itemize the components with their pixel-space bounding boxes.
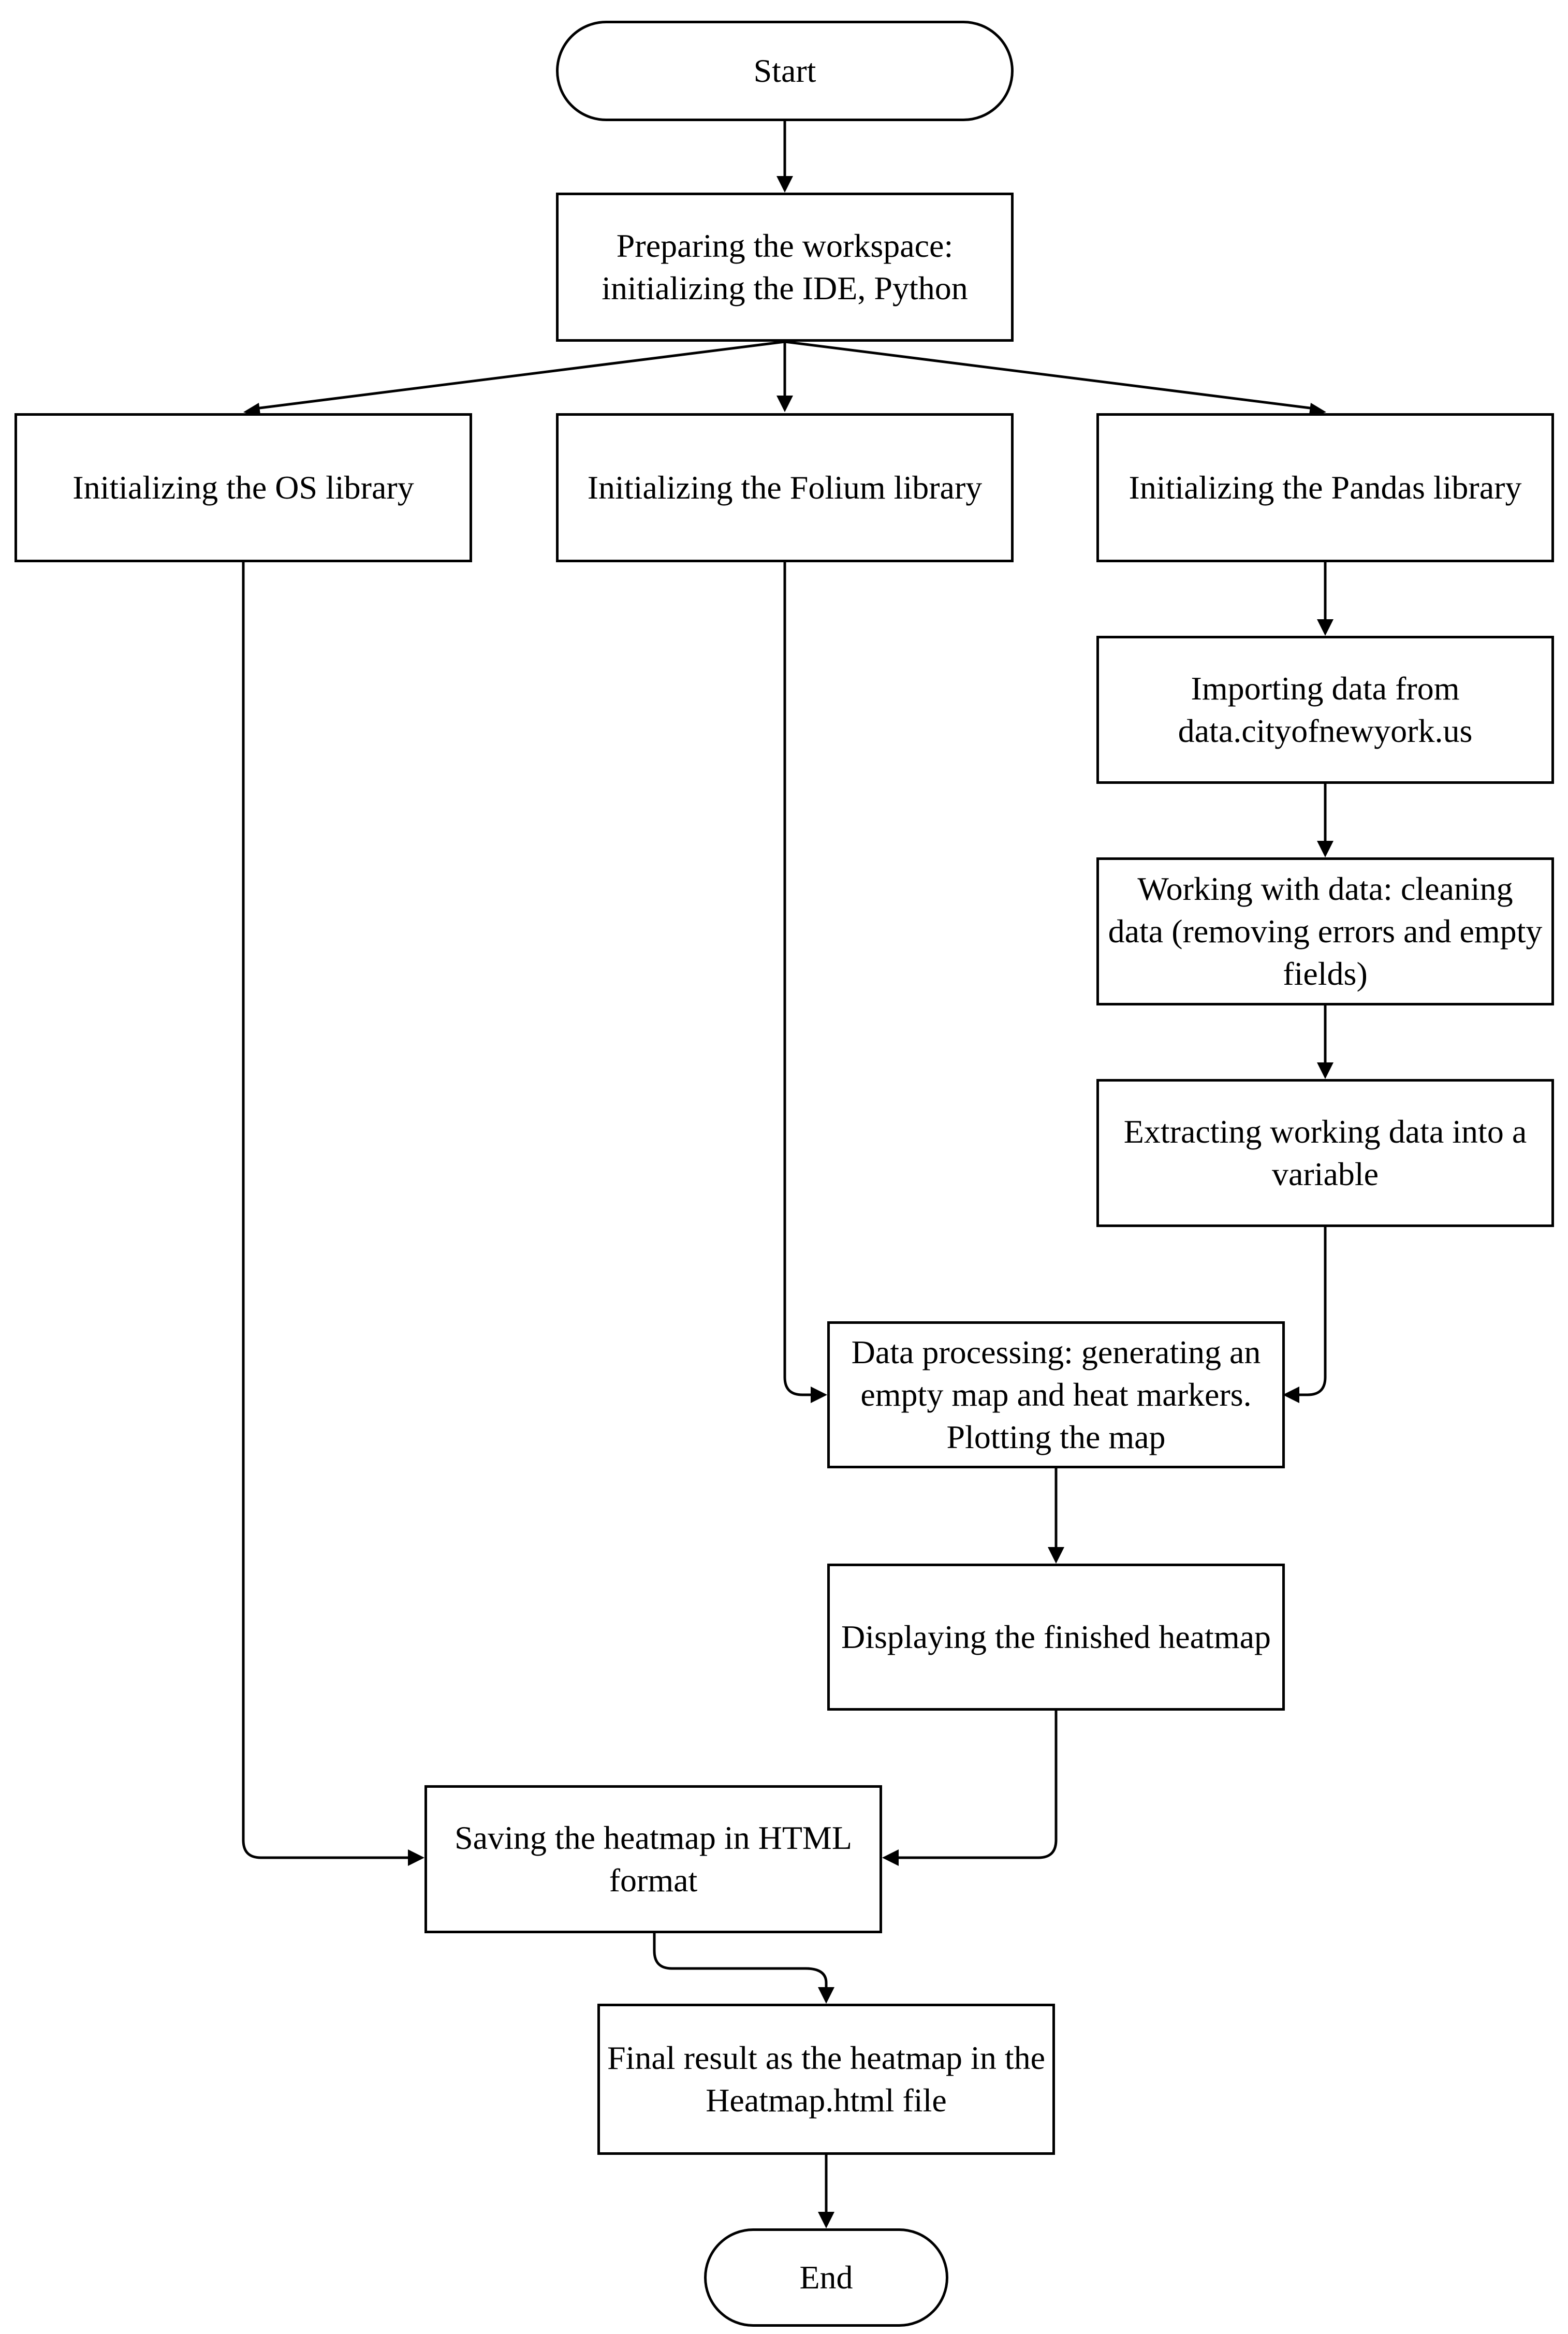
display-heatmap-box: Displaying the finished heatmap xyxy=(827,1564,1285,1711)
save-heatmap-label: Saving the heatmap in HTML format xyxy=(455,1819,852,1899)
edge-save-to-final xyxy=(653,1933,828,1997)
end-label: End xyxy=(799,2259,853,2296)
arrowhead xyxy=(1317,841,1333,857)
arrowhead xyxy=(408,1849,424,1866)
arrowhead xyxy=(818,1987,834,2004)
os-library-label: Initializing the OS library xyxy=(72,469,414,506)
start-terminal: Start xyxy=(556,21,1014,121)
arrowhead xyxy=(1317,619,1333,636)
arrowhead xyxy=(811,1387,827,1403)
data-processing-box: Data processing: generating an empty map… xyxy=(827,1321,1285,1468)
edge-prepare-to-os xyxy=(251,340,785,411)
edge-display-to-save xyxy=(888,1711,1058,1859)
start-label: Start xyxy=(753,52,816,89)
end-terminal: End xyxy=(704,2228,948,2327)
arrowhead xyxy=(776,176,793,193)
arrowhead xyxy=(818,2212,834,2228)
clean-data-label: Working with data: cleaning data (removi… xyxy=(1108,870,1543,992)
extract-data-box: Extracting working data into a variable xyxy=(1096,1079,1554,1227)
prepare-workspace-label: Preparing the workspace: initializing th… xyxy=(602,227,968,307)
display-heatmap-label: Displaying the finished heatmap xyxy=(841,1618,1271,1655)
folium-library-label: Initializing the Folium library xyxy=(587,469,983,506)
import-data-label: Importing data from data.cityofnewyork.u… xyxy=(1178,670,1473,749)
folium-library-box: Initializing the Folium library xyxy=(556,413,1014,562)
data-processing-label: Data processing: generating an empty map… xyxy=(851,1334,1261,1455)
arrowhead xyxy=(1048,1547,1064,1564)
pandas-library-box: Initializing the Pandas library xyxy=(1096,413,1554,562)
final-result-box: Final result as the heatmap in the Heatm… xyxy=(597,2004,1055,2155)
final-result-label: Final result as the heatmap in the Heatm… xyxy=(607,2039,1045,2119)
prepare-workspace-box: Preparing the workspace: initializing th… xyxy=(556,193,1014,342)
clean-data-box: Working with data: cleaning data (removi… xyxy=(1096,857,1554,1005)
extract-data-label: Extracting working data into a variable xyxy=(1123,1113,1527,1192)
import-data-box: Importing data from data.cityofnewyork.u… xyxy=(1096,636,1554,784)
os-library-box: Initializing the OS library xyxy=(14,413,472,562)
arrowhead xyxy=(882,1849,899,1866)
edge-folium-to-process xyxy=(783,562,821,1396)
edge-extract-to-process xyxy=(1289,1227,1327,1396)
arrowhead xyxy=(1317,1062,1333,1079)
arrowhead xyxy=(776,396,793,412)
pandas-library-label: Initializing the Pandas library xyxy=(1129,469,1522,506)
edge-os-to-save xyxy=(242,562,418,1859)
edge-prepare-to-pandas xyxy=(784,340,1318,411)
arrowhead xyxy=(1283,1387,1299,1403)
save-heatmap-box: Saving the heatmap in HTML format xyxy=(424,1785,882,1933)
